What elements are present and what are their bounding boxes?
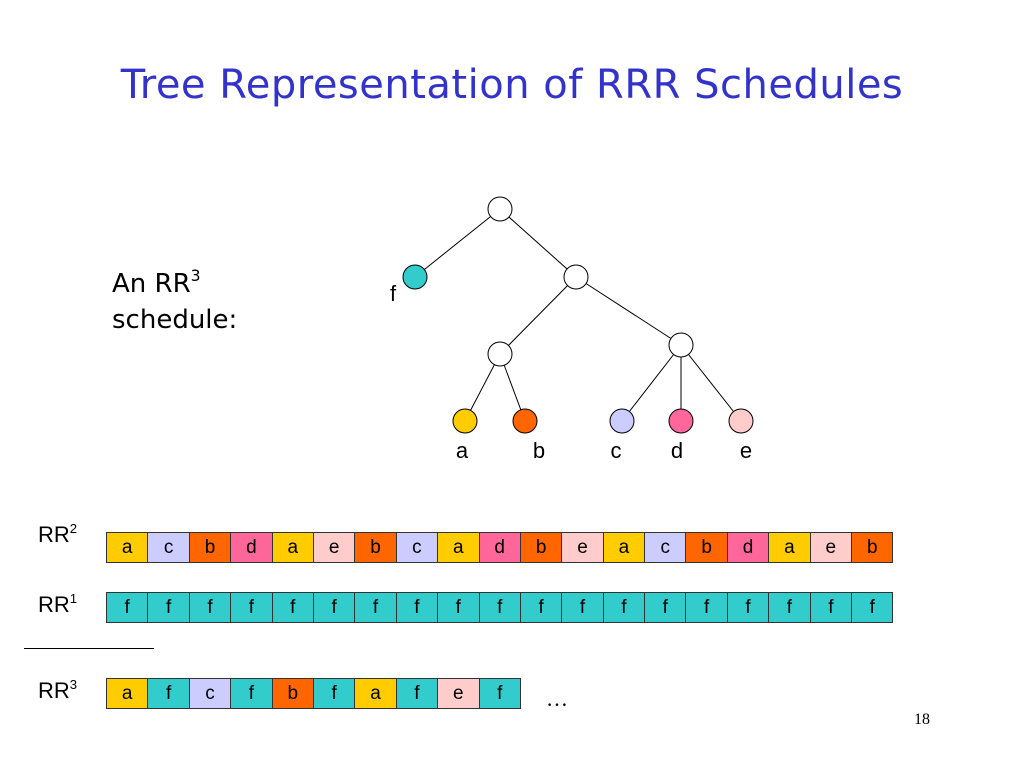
schedule-cell: f: [395, 678, 439, 709]
edge-root-f: [414, 208, 501, 278]
schedule-cell: b: [685, 532, 728, 563]
schedule-cell: f: [851, 592, 894, 623]
schedule-cell: c: [644, 532, 687, 563]
schedule-cell: b: [851, 532, 894, 563]
schedule-cell: a: [354, 678, 397, 709]
edge-n2-a: [464, 353, 501, 422]
schedule-cell: e: [809, 532, 853, 563]
schedule-cell: c: [147, 532, 190, 563]
schedule-cell: b: [354, 532, 397, 563]
edge-n1-n2: [499, 276, 577, 355]
schedule-cell: d: [726, 532, 770, 563]
internal-node-root: [487, 196, 513, 222]
edge-n1-n3: [575, 276, 682, 346]
row-label-rr1: RR1: [38, 590, 78, 617]
schedule-cell: f: [437, 592, 480, 623]
divider-line: [24, 648, 154, 649]
leaf-node-a: [452, 408, 478, 434]
schedule-cell: f: [602, 592, 646, 623]
schedule-cell: c: [188, 678, 232, 709]
schedule-cell: a: [602, 532, 646, 563]
schedule-cell: d: [230, 532, 273, 563]
schedule-cell: e: [312, 532, 356, 563]
schedule-cell: f: [147, 678, 190, 709]
schedule-cell: f: [478, 592, 521, 623]
schedule-cell: b: [188, 532, 232, 563]
internal-node-n2: [487, 341, 513, 367]
leaf-label-b: b: [533, 438, 545, 463]
schedule-cell: f: [106, 592, 149, 623]
schedule-cell: f: [188, 592, 232, 623]
schedule-cell: a: [106, 678, 149, 709]
edge-root-n1: [499, 208, 577, 278]
schedule-cell: f: [478, 678, 521, 709]
schedule-cell: e: [561, 532, 604, 563]
schedule-cell: f: [312, 592, 356, 623]
schedule-cell: f: [312, 678, 356, 709]
leaf-node-b: [512, 408, 538, 434]
schedule-cell: a: [437, 532, 480, 563]
internal-node-n1: [563, 264, 589, 290]
leaf-label-c: c: [611, 438, 622, 463]
schedule-cell: f: [809, 592, 853, 623]
leaf-label-f: f: [390, 281, 397, 306]
schedule-cell: c: [395, 532, 439, 563]
schedule-cell: b: [519, 532, 563, 563]
schedule-cell: f: [354, 592, 397, 623]
slide-title: Tree Representation of RRR Schedules: [120, 62, 904, 108]
tree-nodes: [402, 196, 754, 434]
edge-n3-e: [680, 344, 742, 422]
schedule-cell: f: [561, 592, 604, 623]
schedule-cell: f: [230, 678, 273, 709]
caption-line1: An RR: [112, 269, 191, 299]
caption-superscript: 3: [190, 267, 201, 286]
schedule-caption: An RR3 schedule:: [112, 266, 237, 338]
leaf-node-c: [609, 408, 635, 434]
row-label-rr3: RR3: [38, 676, 78, 703]
edge-n3-c: [621, 344, 682, 422]
internal-node-n3: [668, 332, 694, 358]
schedule-cell: f: [768, 592, 811, 623]
schedule-cell: f: [230, 592, 273, 623]
schedule-cell: e: [437, 678, 480, 709]
schedule-cell: a: [106, 532, 149, 563]
tree-edges: [414, 208, 742, 422]
caption-line2: schedule:: [112, 305, 238, 335]
schedule-cell: f: [685, 592, 728, 623]
tree-leaf-labels: f a b c d e: [390, 281, 752, 463]
leaf-node-f: [402, 264, 428, 290]
schedule-tree: f a b c d e: [390, 196, 754, 463]
schedule-cell: a: [768, 532, 811, 563]
page-number: 18: [914, 711, 930, 728]
ellipsis: …: [546, 686, 568, 711]
schedule-cell: f: [395, 592, 439, 623]
leaf-node-e: [728, 408, 754, 434]
schedule-cell: d: [478, 532, 521, 563]
schedule-cell: f: [271, 592, 314, 623]
leaf-node-d: [668, 408, 694, 434]
leaf-label-a: a: [456, 438, 469, 463]
schedule-cell: f: [147, 592, 190, 623]
schedule-cell: a: [271, 532, 314, 563]
leaf-label-e: e: [740, 438, 752, 463]
schedule-cell: b: [271, 678, 314, 709]
row-label-rr2: RR2: [38, 520, 78, 547]
schedule-cell: f: [519, 592, 563, 623]
leaf-label-d: d: [671, 438, 683, 463]
schedule-cell: f: [644, 592, 687, 623]
schedule-cell: f: [726, 592, 770, 623]
